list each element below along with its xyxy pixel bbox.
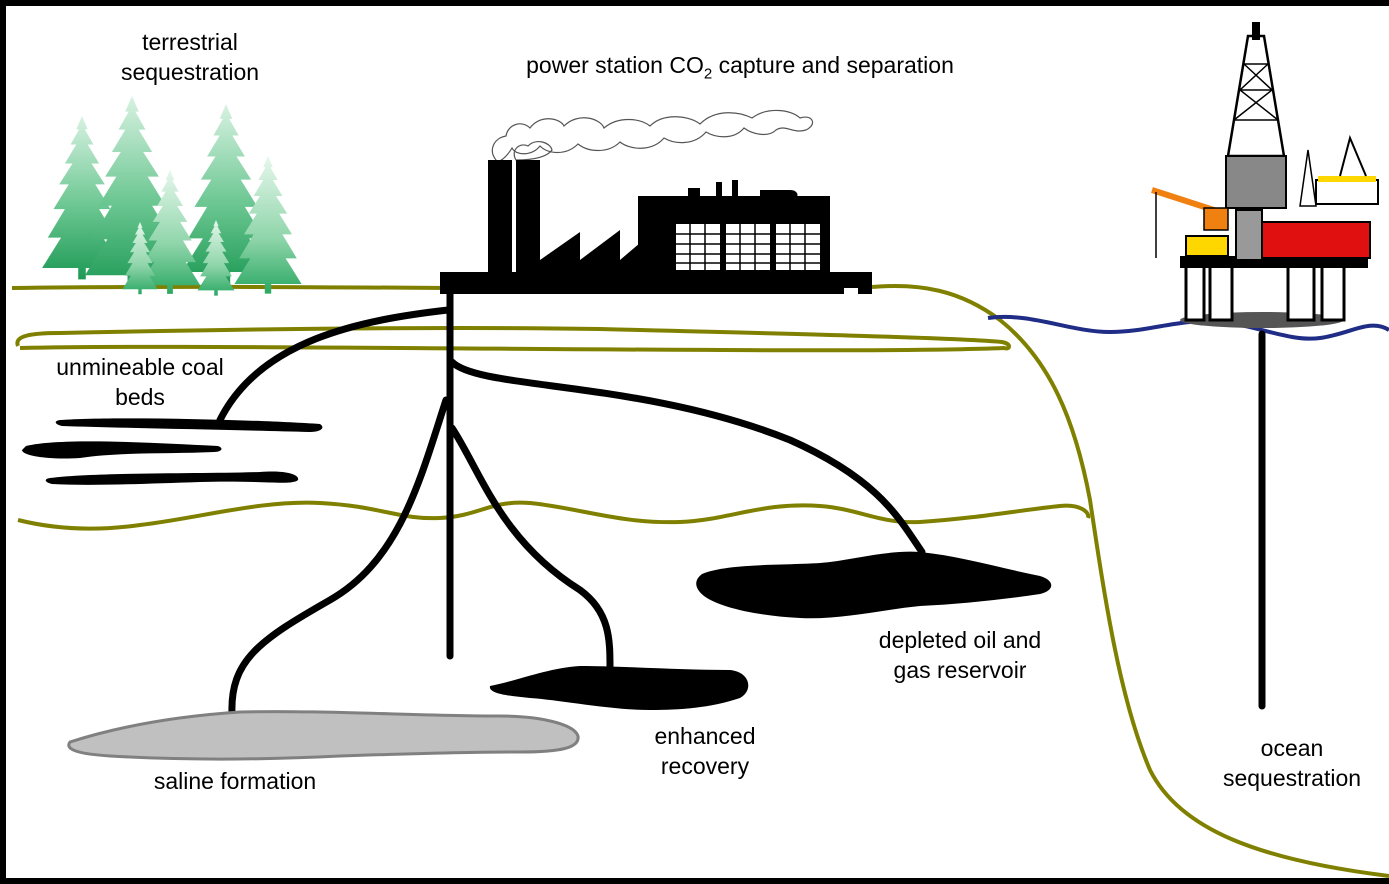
depleted-reservoir-shape <box>696 551 1052 619</box>
label-enhanced-recovery: enhanced recovery <box>654 723 756 779</box>
label-unmineable-coal-beds: unmineable coal beds <box>56 354 224 410</box>
offshore-oil-rig-icon <box>1151 22 1379 328</box>
smoke-plume-icon <box>491 109 814 162</box>
co2-pipeline-network <box>216 290 1266 718</box>
label-power-station-text: power station CO <box>526 52 704 78</box>
label-power-station-text-end: capture and separation <box>712 52 954 78</box>
label-power-station: power station CO2 capture and separation <box>470 50 1010 83</box>
coal-seam-boundary-line <box>15 325 1011 353</box>
label-power-station-subscript: 2 <box>703 65 713 83</box>
label-depleted-oil-gas-reservoir: depleted oil and gas reservoir <box>878 627 1042 683</box>
label-terrestrial-sequestration: terrestrial sequestration <box>120 29 260 85</box>
enhanced-recovery-reservoir-shape <box>489 666 749 710</box>
label-saline-formation: saline formation <box>153 768 317 794</box>
saline-formation-shape <box>67 710 580 761</box>
coal-bed-seams <box>22 418 323 485</box>
reservoir-boundary-line <box>17 500 1091 531</box>
power-plant-icon <box>440 160 872 298</box>
label-ocean-sequestration: ocean sequestration <box>1222 735 1362 791</box>
pine-forest-icon <box>42 96 302 296</box>
